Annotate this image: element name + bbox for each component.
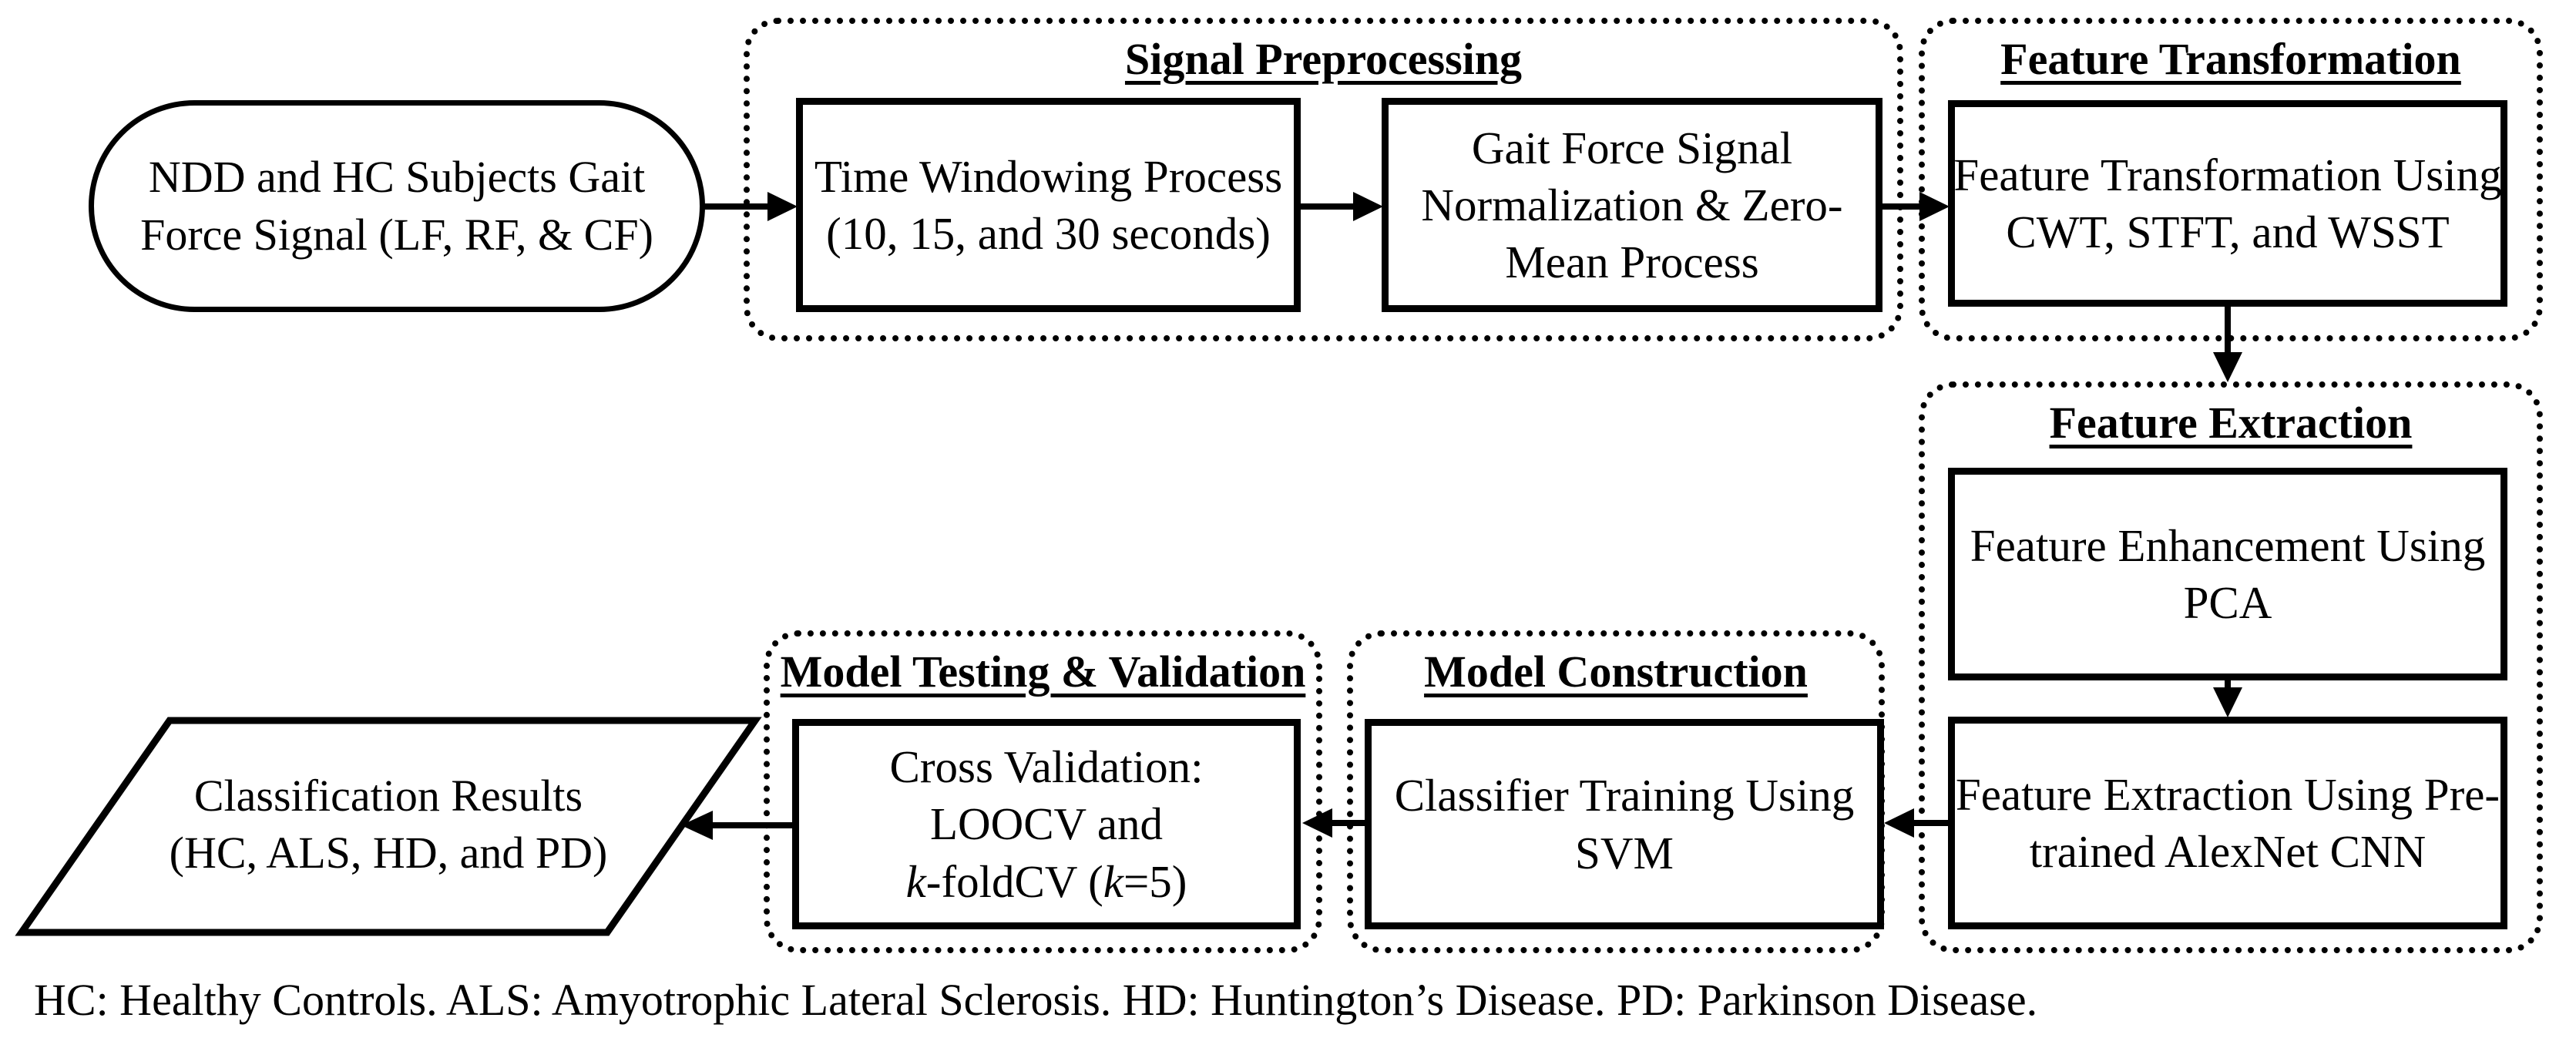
arrow-pca-to-alexnet: [2213, 678, 2242, 717]
results-line2: (HC, ALS, HD, and PD): [169, 828, 608, 878]
arrow-svm-to-crossvalidation: [1302, 808, 1366, 838]
arrow-alexnet-to-svm: [1884, 808, 1950, 838]
normalization-line2: Normalization & Zero-: [1421, 179, 1843, 230]
group-title-signal-preprocessing: Signal Preprocessing: [1124, 34, 1523, 84]
cross-validation-end: =5): [1123, 855, 1187, 907]
group-title-model-testing-validation: Model Testing & Validation: [780, 647, 1306, 697]
arrow-normalization-to-transformation: [1881, 192, 1950, 221]
box-normalization: Gait Force Signal Normalization & Zero- …: [1382, 98, 1882, 312]
transformation-line2: CWT, STFT, and WSST: [2006, 207, 2450, 257]
cross-validation-line2: LOOCV and: [929, 798, 1164, 850]
group-title-feature-extraction: Feature Extraction: [2049, 398, 2413, 448]
group-feature-extraction: Feature Extraction: [1919, 381, 2543, 953]
input-terminator-line2: Force Signal (LF, RF, & CF): [140, 209, 653, 260]
arrow-input-to-time-windowing: [703, 192, 798, 221]
input-terminator-line1: NDD and HC Subjects Gait: [148, 152, 646, 203]
time-windowing-line1: Time Windowing Process: [814, 150, 1283, 202]
legend-caption: HC: Healthy Controls. ALS: Amyotrophic L…: [34, 975, 2038, 1025]
results-label: Classification Results (HC, ALS, HD, and…: [119, 768, 658, 882]
svm-line2: SVM: [1575, 827, 1674, 878]
box-alexnet: Feature Extraction Using Pre- trained Al…: [1948, 717, 2507, 929]
box-feature-transformation: Feature Transformation Using CWT, STFT, …: [1948, 100, 2507, 307]
box-pca: Feature Enhancement Using PCA: [1948, 468, 2507, 680]
group-model-testing-validation: Model Testing & Validation: [764, 630, 1322, 953]
group-title-feature-transformation: Feature Transformation: [2000, 34, 2461, 84]
cross-validation-k1: k: [905, 855, 926, 907]
cross-validation-line1: Cross Validation:: [889, 741, 1204, 792]
box-svm: Classifier Training Using SVM: [1365, 719, 1884, 929]
alexnet-line2: trained AlexNet CNN: [2029, 826, 2427, 877]
transformation-line1: Feature Transformation Using: [1953, 149, 2502, 200]
group-title-model-construction: Model Construction: [1424, 647, 1808, 697]
box-time-windowing: Time Windowing Process (10, 15, and 30 s…: [796, 98, 1301, 312]
pca-line1: Feature Enhancement Using: [1970, 519, 2486, 571]
arrow-transformation-to-extraction: [2213, 305, 2242, 382]
input-terminator: NDD and HC Subjects Gait Force Signal (L…: [89, 100, 705, 312]
cross-validation-k2: k: [1103, 855, 1123, 907]
time-windowing-line2: (10, 15, and 30 seconds): [826, 208, 1271, 259]
box-cross-validation: Cross Validation: LOOCV and k-foldCV (k=…: [792, 719, 1301, 929]
results-parallelogram: [15, 717, 762, 936]
normalization-line3: Mean Process: [1505, 237, 1759, 288]
svm-line1: Classifier Training Using: [1394, 770, 1855, 821]
cross-validation-line3: k-foldCV (k=5): [906, 853, 1187, 910]
arrow-crossvalidation-to-results: [681, 811, 792, 840]
arrow-windowing-to-normalization: [1298, 192, 1383, 221]
alexnet-line1: Feature Extraction Using Pre-: [1955, 768, 2500, 820]
pca-line2: PCA: [2183, 577, 2272, 628]
group-signal-preprocessing: Signal Preprocessing: [744, 18, 1903, 341]
cross-validation-mid: -foldCV (: [925, 855, 1103, 907]
results-line1: Classification Results: [193, 771, 583, 821]
normalization-line1: Gait Force Signal: [1471, 122, 1793, 173]
